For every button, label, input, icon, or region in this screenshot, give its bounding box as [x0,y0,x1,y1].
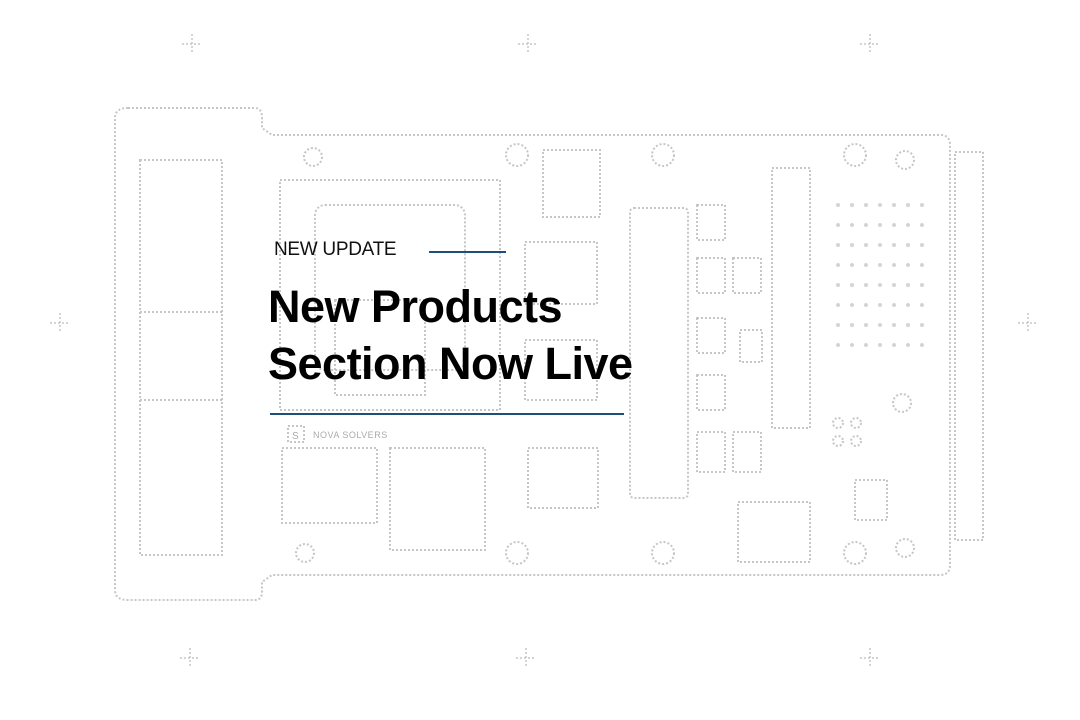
eyebrow-rule [429,251,506,253]
memory-slot [629,207,689,499]
eyebrow-label: NEW UPDATE [274,239,397,260]
headline: New Products Section Now Live [268,278,633,392]
crosshair-markers [50,34,1038,668]
headline-line-2: Section Now Live [268,338,633,389]
board-logo-text: NOVA SOLVERS [313,430,388,440]
headline-line-1: New Products [268,281,563,332]
right-connector [954,151,984,541]
headline-underline [270,413,624,415]
cpu-socket [279,179,501,411]
edge-connector [139,159,223,556]
board-logo-mark: S [292,431,299,442]
